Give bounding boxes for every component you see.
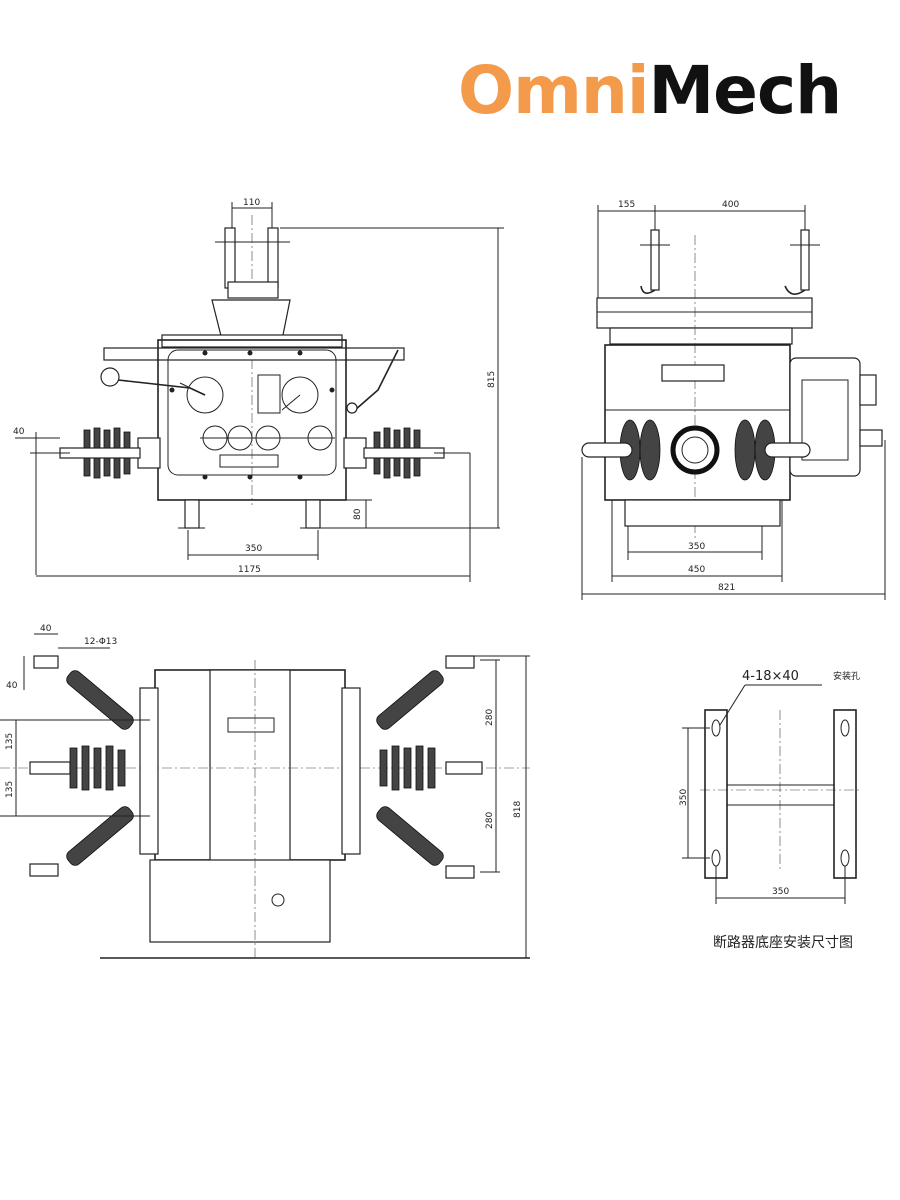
dim-80: 80 [353,508,363,520]
dim-40-vertical: 40 [6,681,18,691]
side-view: 155 400 [581,200,886,600]
dim-40-top: 40 [40,624,52,634]
dim-350-side: 350 [688,542,705,552]
brand-part-omni: Omni [458,52,649,129]
dim-450: 450 [688,565,705,575]
dim-280-lower: 280 [485,812,495,829]
dim-280-upper: 280 [485,709,495,726]
dim-155: 155 [618,200,635,210]
dim-350-base-horizontal: 350 [772,887,789,897]
dim-350-base-vertical: 350 [679,789,689,806]
dim-12-13: 12-Φ13 [84,637,117,647]
front-view: 110 [13,198,504,582]
dim-400: 400 [722,200,739,210]
top-view: 40 12-Φ13 40 135 135 280 280 818 [0,624,530,960]
dim-40-front: 40 [13,427,25,437]
dim-818: 818 [513,801,523,818]
brand-logo: OmniMech [458,58,842,124]
holes-note: 安装孔 [833,670,860,682]
dim-135-upper: 135 [5,733,15,750]
base-caption: 断路器底座安装尺寸图 [713,935,853,951]
dim-135-lower: 135 [5,781,15,798]
base-view: 4-18×40 安装孔 350 350 断路器底座安装尺寸图 [679,669,860,951]
dim-815: 815 [487,371,497,388]
dim-1175: 1175 [238,565,261,575]
dim-821: 821 [718,583,735,593]
brand-part-mech: Mech [648,52,843,129]
dim-110: 110 [243,198,260,208]
dim-350-front: 350 [245,544,262,554]
holes-label: 4-18×40 [742,669,799,684]
